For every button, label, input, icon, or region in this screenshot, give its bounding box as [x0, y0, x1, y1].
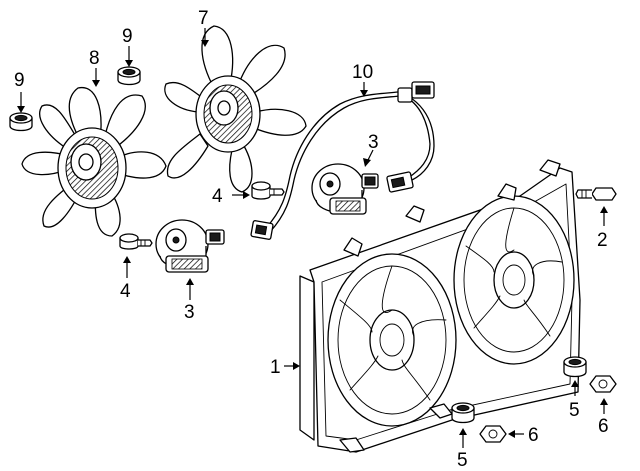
fan-motor-upper — [311, 163, 379, 215]
callout-4-lower: 4 — [120, 281, 131, 302]
callout-10: 10 — [352, 62, 373, 83]
radiator-shroud-assembly — [299, 159, 581, 453]
fan-motor-lower — [155, 219, 225, 273]
wiring-harness — [250, 81, 435, 240]
fan-blade-right — [164, 25, 307, 193]
callout-9-left-label: 9 — [14, 70, 25, 91]
callout-4-upper: 4 — [212, 186, 223, 207]
callout-7: 7 — [198, 8, 209, 29]
nut-cap-left — [9, 112, 33, 132]
nut-cap-center — [117, 66, 141, 86]
nut — [479, 425, 507, 443]
screw-upper — [251, 181, 285, 200]
callout-1: 1 — [270, 357, 281, 378]
bolt — [575, 187, 617, 201]
callout-6-bottom: 6 — [528, 425, 539, 446]
leader-lines — [17, 28, 608, 448]
callout-3-lower: 3 — [184, 302, 195, 323]
callout-6-right: 6 — [598, 416, 609, 437]
callout-3-upper: 3 — [368, 132, 379, 153]
callout-5-right: 5 — [569, 400, 580, 421]
callout-5-bottom: 5 — [457, 450, 468, 471]
fan-blade-left — [21, 87, 167, 237]
callout-9-center: 9 — [122, 26, 133, 47]
screw-lower — [119, 233, 153, 250]
grommet-right — [563, 356, 587, 378]
nut-right — [589, 375, 617, 393]
callout-labels: 1 2 3 3 4 4 5 5 6 6 7 8 9 9 10 — [14, 8, 609, 471]
callout-2: 2 — [597, 230, 608, 251]
grommet-bottom — [451, 402, 475, 424]
callout-8: 8 — [89, 48, 100, 69]
